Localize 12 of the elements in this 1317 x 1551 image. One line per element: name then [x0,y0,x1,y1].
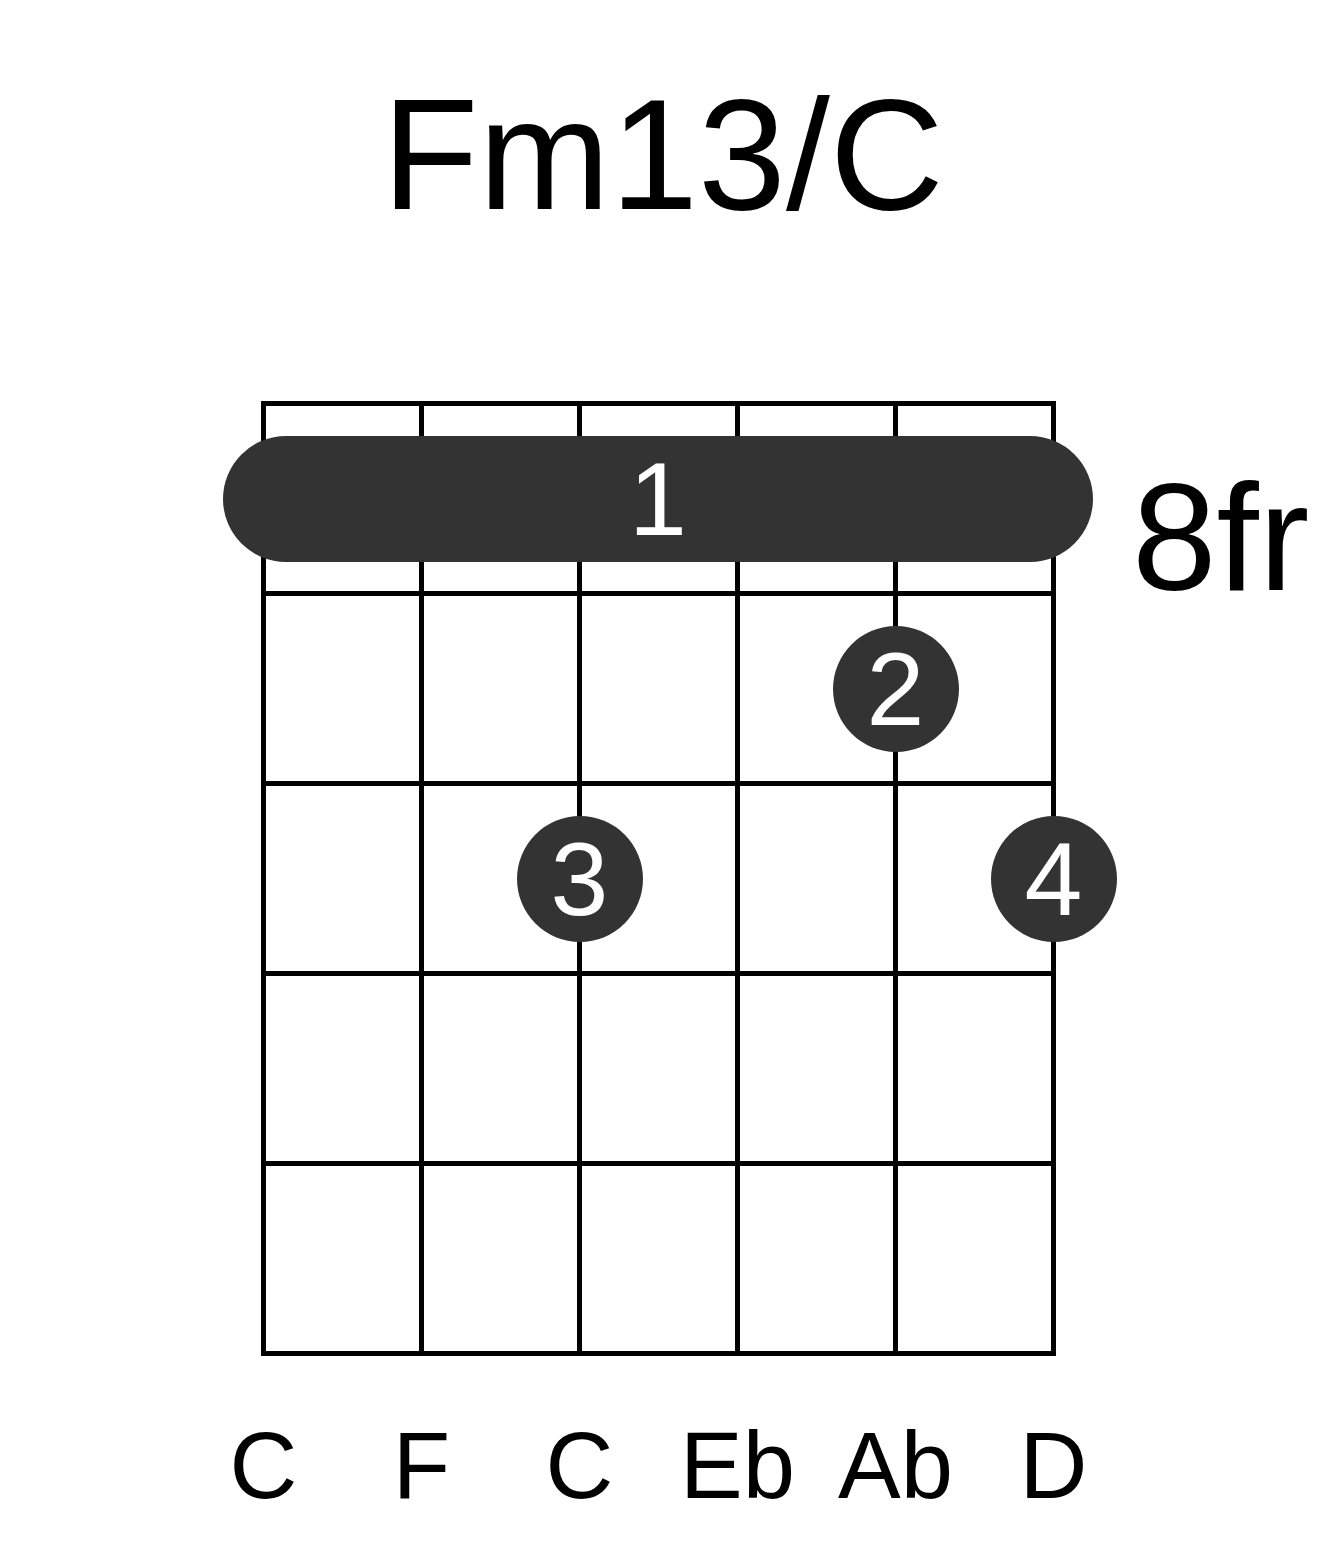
finger-number: 2 [866,636,925,741]
finger-number: 3 [550,826,609,931]
string-note-label: D [1019,1419,1088,1513]
chord-title: Fm13/C [382,75,944,233]
string-note-label: F [392,1419,451,1513]
finger-number: 1 [629,447,687,551]
string-note-label: C [545,1419,614,1513]
finger-number: 4 [1024,826,1083,931]
fret-position-label: 8fr [1132,461,1310,613]
string-note-label: C [229,1419,298,1513]
string-note-label: Ab [838,1419,953,1513]
string-note-label: Eb [680,1419,795,1513]
